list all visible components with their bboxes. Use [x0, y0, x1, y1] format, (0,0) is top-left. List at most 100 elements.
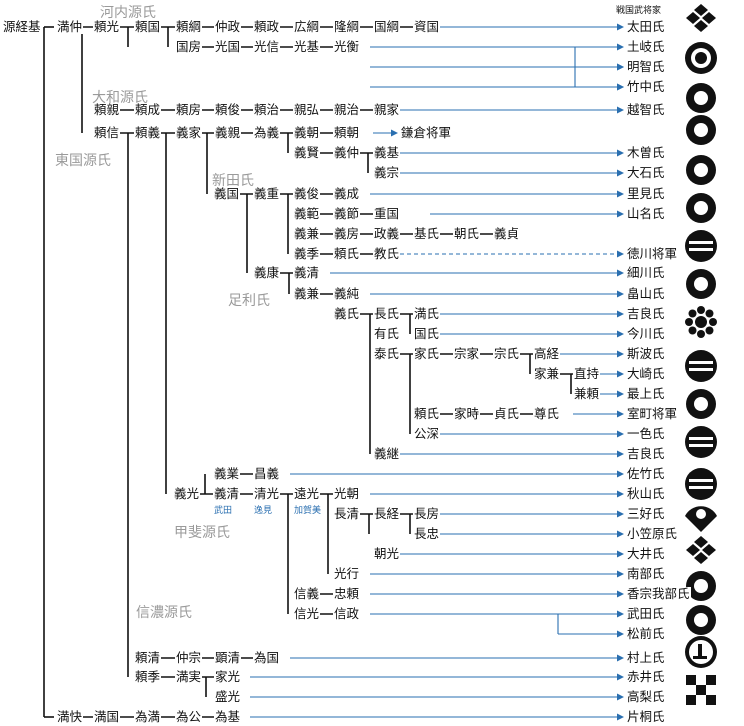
person-name: 為基 — [214, 709, 242, 724]
person-name: 親弘 — [293, 102, 321, 117]
person-name: 頼信 — [93, 125, 121, 140]
person-name: 義兼 — [293, 226, 321, 241]
arrow-head — [617, 570, 624, 578]
person-name: 国房 — [175, 39, 203, 54]
person-name: 頼房 — [175, 102, 203, 117]
arrow-head — [617, 630, 624, 638]
person-name: 忠頼 — [333, 586, 361, 601]
arrow-head — [617, 390, 624, 398]
person-name: 為国 — [253, 650, 281, 665]
person-name: 家時 — [453, 406, 481, 421]
person-name: 頼義 — [134, 125, 162, 140]
person-name: 朝氏 — [453, 226, 481, 241]
person-name: 泰氏 — [373, 346, 401, 361]
person-name: 頼氏 — [333, 246, 361, 261]
person-name: 頼氏 — [413, 406, 441, 421]
family-name: 土岐氏 — [626, 39, 666, 54]
person-name: 頼俊 — [214, 102, 242, 117]
kuyo-crest — [685, 306, 717, 338]
person-name: 為公 — [175, 709, 203, 724]
person-name: 義季 — [293, 246, 321, 261]
family-name: 一色氏 — [626, 426, 666, 441]
futatsu-hiki-crest — [685, 230, 717, 262]
person-name: 義節 — [333, 206, 361, 221]
person-name: 義国 — [213, 186, 241, 201]
person-name: 尊氏 — [533, 406, 561, 421]
person-name: 家光 — [214, 669, 242, 684]
arrow-head — [617, 550, 624, 558]
family-name: 秋山氏 — [626, 486, 666, 501]
arrow-head — [617, 610, 624, 618]
person-name: 遠光 — [293, 486, 321, 501]
arrow-head — [617, 654, 624, 662]
clan-label: 東国源氏 — [55, 153, 111, 169]
person-name: 広綱 — [293, 19, 321, 34]
maru-ni-ue-crest — [685, 636, 717, 668]
person-name: 義房 — [333, 226, 361, 241]
family-name: 竹中氏 — [626, 79, 666, 94]
family-name: 大井氏 — [626, 546, 666, 561]
futatsu-hiki-crest — [685, 426, 717, 458]
person-name: 長経 — [373, 506, 401, 521]
person-name: 信光 — [293, 606, 321, 621]
person-name: 清光 — [253, 486, 281, 501]
family-name: 越智氏 — [626, 102, 666, 117]
person-name: 基氏 — [413, 226, 441, 241]
person-name: 義清 — [293, 265, 321, 280]
person-name: 隆綱 — [333, 19, 361, 34]
arrow-head — [617, 269, 624, 277]
person-name: 鎌倉将軍 — [400, 125, 453, 140]
arrow-head — [617, 169, 624, 177]
maru-ni-kikyo-crest — [685, 42, 717, 74]
clan-label: 大和源氏 — [92, 90, 148, 106]
sasa-rindo-crest — [686, 155, 716, 185]
person-name: 義重 — [253, 186, 281, 201]
family-name: 大石氏 — [626, 165, 666, 180]
person-name: 仲宗 — [175, 650, 203, 665]
arrow-head — [617, 430, 624, 438]
branch-note: 逸見 — [254, 506, 273, 516]
person-name: 宗氏 — [493, 346, 521, 361]
family-name: 片桐氏 — [626, 709, 666, 724]
arrow-head — [617, 43, 624, 51]
person-name: 長忠 — [413, 526, 441, 541]
person-name: 信政 — [333, 606, 361, 621]
arrow-head — [617, 310, 624, 318]
takeda-bishi-crest — [686, 536, 716, 564]
header-label: 戦国武将家 — [616, 6, 662, 16]
person-name: 光衡 — [333, 39, 361, 54]
person-name: 盛光 — [214, 689, 242, 704]
ichimatsu-crest — [686, 675, 716, 705]
person-name: 満国 — [93, 709, 121, 724]
person-name: 義光 — [173, 486, 201, 501]
kiri-crest — [686, 389, 716, 419]
person-name: 親治 — [333, 102, 361, 117]
arrow-head — [617, 83, 624, 91]
person-name: 義賢 — [293, 145, 321, 160]
person-name: 義朝 — [293, 125, 321, 140]
person-name: 直持 — [573, 366, 601, 381]
person-name: 義宗 — [373, 165, 401, 180]
arrow-head — [617, 590, 624, 598]
person-name: 政義 — [373, 226, 401, 241]
person-name: 光朝 — [333, 486, 361, 501]
person-name: 義成 — [333, 186, 361, 201]
arrow-head — [617, 23, 624, 31]
arrow-head — [617, 490, 624, 498]
family-name: 松前氏 — [626, 626, 666, 641]
person-name: 貞氏 — [493, 406, 521, 421]
person-name: 頼成 — [134, 102, 162, 117]
person-name: 義貞 — [493, 226, 521, 241]
arrow-head — [617, 410, 624, 418]
clan-label: 足利氏 — [228, 293, 270, 309]
clan-label: 甲斐源氏 — [174, 525, 230, 541]
family-name: 大崎氏 — [626, 366, 666, 381]
mitsu-domoe-crest — [686, 269, 716, 299]
branch-note: 武田 — [214, 506, 233, 516]
person-name: 長氏 — [373, 306, 401, 321]
family-name: 佐竹氏 — [626, 466, 666, 481]
family-name: 吉良氏 — [626, 446, 666, 461]
family-name: 徳川将軍 — [626, 246, 679, 261]
clan-label: 信濃源氏 — [136, 605, 192, 621]
